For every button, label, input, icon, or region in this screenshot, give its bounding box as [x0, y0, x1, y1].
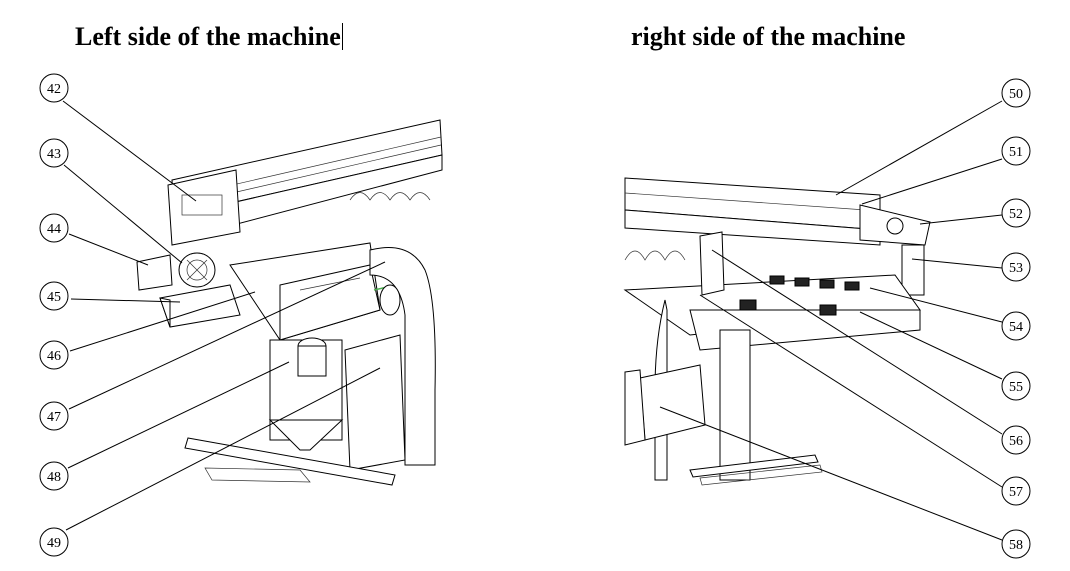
callout-52: 52 [1001, 198, 1031, 228]
callout-circle [39, 461, 69, 491]
callout-circle [39, 73, 69, 103]
callout-label: 56 [1009, 434, 1023, 449]
callout-circle [39, 213, 69, 243]
right-rail-front [624, 209, 881, 246]
right-side-heading: right side of the machine [631, 22, 906, 51]
callout-circle [1001, 198, 1031, 228]
callout-circle [39, 527, 69, 557]
callout-51: 51 [1001, 136, 1031, 166]
callout-label: 53 [1009, 261, 1023, 276]
callout-55: 55 [1001, 371, 1031, 401]
callout-circle [1001, 78, 1031, 108]
callout-circle [39, 281, 69, 311]
callout-circle [1001, 252, 1031, 282]
callout-58: 58 [1001, 529, 1031, 559]
callout-57: 57 [1001, 476, 1031, 506]
left-machine-drawing [136, 119, 443, 486]
callout-circle [1001, 476, 1031, 506]
callout-47: 47 [39, 401, 69, 431]
left-side-heading: Left side of the machine [75, 22, 343, 52]
right-cylinder [901, 244, 925, 296]
callout-label: 55 [1009, 380, 1023, 395]
callout-49: 49 [39, 527, 69, 557]
motor-base [159, 284, 241, 328]
left-heading-text: Left side of the machine [75, 22, 341, 51]
waste-box-front [279, 264, 381, 341]
callout-label: 46 [47, 349, 61, 364]
left-end-block [167, 169, 241, 246]
callout-label: 52 [1009, 207, 1023, 222]
funnel [268, 419, 344, 451]
callout-label: 58 [1009, 538, 1023, 553]
text-cursor [341, 23, 343, 50]
right-side-plate [639, 364, 706, 441]
callout-44: 44 [39, 213, 69, 243]
callout-label: 44 [47, 222, 61, 237]
lower-panel [344, 334, 406, 471]
callout-53: 53 [1001, 252, 1031, 282]
callout-label: 57 [1009, 485, 1023, 500]
callout-45: 45 [39, 281, 69, 311]
callout-circle [39, 340, 69, 370]
callout-label: 51 [1009, 145, 1023, 160]
callout-circle [1001, 371, 1031, 401]
callout-54: 54 [1001, 311, 1031, 341]
callout-46: 46 [39, 340, 69, 370]
right-leg-inner [719, 329, 751, 481]
callout-50: 50 [1001, 78, 1031, 108]
left-motor [136, 254, 173, 291]
callout-circle [1001, 425, 1031, 455]
callout-label: 50 [1009, 87, 1023, 102]
callout-circle [1001, 529, 1031, 559]
right-base-rail [689, 454, 819, 478]
callout-label: 48 [47, 470, 61, 485]
callout-group: 42 43 44 45 46 47 48 49 50 51 52 53 54 55 56 57 58 [39, 73, 1031, 559]
callout-circle [1001, 136, 1031, 166]
callout-56: 56 [1001, 425, 1031, 455]
callout-label: 49 [47, 536, 61, 551]
right-leader-lines [659, 100, 1003, 541]
callout-label: 54 [1009, 320, 1023, 335]
callout-label: 45 [47, 290, 61, 305]
left-cams [349, 192, 431, 201]
callout-label: 42 [47, 82, 61, 97]
callout-label: 43 [47, 147, 61, 162]
right-bracket [699, 231, 725, 296]
callout-circle [39, 138, 69, 168]
callout-48: 48 [39, 461, 69, 491]
callout-43: 43 [39, 138, 69, 168]
callout-label: 47 [47, 410, 61, 425]
callout-circle [39, 401, 69, 431]
right-machine-drawing [623, 177, 931, 486]
callout-circle [1001, 311, 1031, 341]
left-base-rail [184, 437, 396, 486]
callout-42: 42 [39, 73, 69, 103]
right-cams [624, 250, 686, 261]
left-leader-lines [62, 100, 386, 531]
